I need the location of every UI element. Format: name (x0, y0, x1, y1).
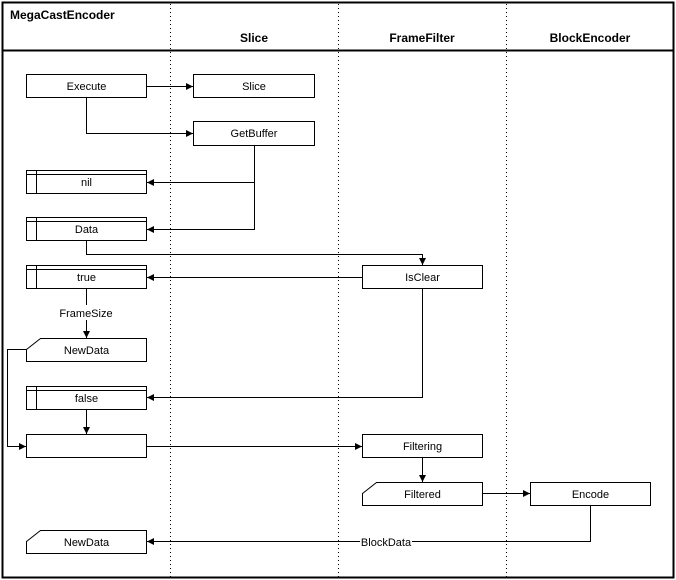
node-label: GetBuffer (231, 128, 278, 140)
node-nil: nil (26, 170, 147, 194)
node-label: Encode (572, 489, 609, 501)
node-label: Filtering (403, 441, 442, 453)
node-label: true (77, 272, 96, 284)
edge-isclear-false (147, 289, 423, 401)
node-data: Data (26, 217, 147, 241)
edge-label-bg (56, 305, 117, 320)
node-slice: Slice (193, 74, 315, 98)
node-encode: Encode (530, 482, 651, 506)
node-label: false (75, 393, 98, 405)
node-getbuffer: GetBuffer (193, 121, 315, 146)
node-label: Filtered (404, 489, 441, 501)
edge-data-isclear (86, 241, 426, 265)
edge-newdata-merge (7, 349, 26, 450)
edge-label-framesize: FrameSize (59, 308, 112, 320)
edge-execute-getbuffer (86, 98, 193, 137)
node-filtered: Filtered (362, 482, 483, 506)
edge-encode-newdata (147, 505, 591, 545)
lane-title-megacastencoder: MegaCastEncoder (10, 8, 115, 22)
edge-label-bg (360, 534, 412, 549)
node-newdata-2: NewData (26, 530, 147, 554)
lane-title-slice: Slice (240, 31, 268, 45)
node-true: true (26, 265, 147, 289)
lane-title-framefilter: FrameFilter (389, 31, 455, 45)
node-false: false (26, 386, 147, 410)
node-execute: Execute (26, 74, 147, 98)
node-label: NewData (64, 345, 110, 357)
node-label: Data (75, 224, 99, 236)
edge-getbuffer-data (147, 182, 255, 233)
node-label: NewData (64, 537, 110, 549)
node-merge (26, 434, 147, 458)
edge-getbuffer-nil (147, 146, 255, 186)
node-isclear: IsClear (362, 265, 483, 289)
lane-title-blockencoder: BlockEncoder (550, 31, 631, 45)
node-filtering: Filtering (362, 434, 483, 458)
node-label: IsClear (405, 272, 440, 284)
node-label: nil (81, 177, 92, 189)
node-label: Execute (67, 81, 107, 93)
edge-label-blockdata: BlockData (361, 537, 412, 549)
node-label: Slice (242, 81, 266, 93)
node-newdata-1: NewData (26, 338, 147, 362)
